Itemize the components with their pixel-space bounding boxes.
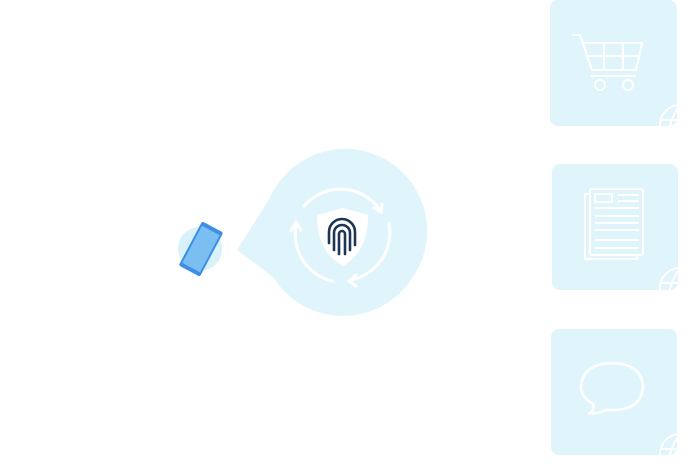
globe-icon xyxy=(659,104,677,126)
fingerprint-bubble xyxy=(237,148,428,316)
globe-icon xyxy=(659,267,678,290)
newspaper-icon xyxy=(584,188,644,260)
shopping-card xyxy=(550,0,677,126)
phone-icon xyxy=(178,221,223,277)
chat-bubble-icon xyxy=(579,361,645,415)
globe-icon xyxy=(659,433,677,455)
fingerprint-icon xyxy=(327,217,357,256)
shield-icon xyxy=(317,208,368,266)
sync-arrows-icon xyxy=(289,187,392,288)
chat-card xyxy=(551,329,677,455)
news-card xyxy=(552,164,678,290)
shopping-cart-icon xyxy=(572,34,643,91)
